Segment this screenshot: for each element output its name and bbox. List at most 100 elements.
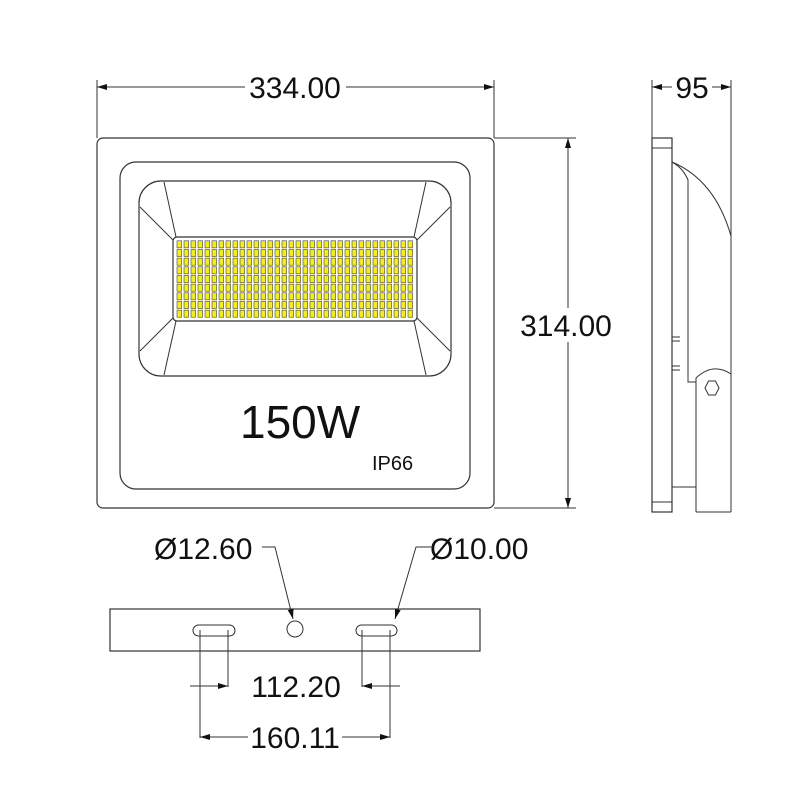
led-chip — [267, 257, 273, 266]
led-chip — [197, 292, 203, 301]
led-chip — [274, 275, 280, 283]
led-chip — [393, 257, 399, 266]
led-chip — [267, 275, 273, 283]
led-chip — [302, 257, 308, 266]
led-chip — [309, 292, 315, 301]
led-chip — [239, 257, 245, 266]
led-chip — [358, 275, 364, 283]
led-chip — [302, 301, 308, 309]
led-chip — [393, 301, 399, 309]
led-chip — [351, 292, 357, 301]
led-chip — [295, 301, 301, 309]
led-chip — [190, 283, 196, 292]
led-chip — [407, 240, 413, 249]
led-chip — [274, 283, 280, 292]
led-chip — [246, 292, 252, 301]
led-chip — [260, 249, 266, 257]
led-chip — [204, 266, 210, 275]
led-chip — [337, 275, 343, 283]
led-chip — [225, 240, 231, 249]
led-chip — [393, 240, 399, 249]
led-chip — [218, 240, 224, 249]
led-chip — [379, 309, 385, 318]
led-chip — [190, 266, 196, 275]
led-chip — [183, 301, 189, 309]
led-chip — [323, 283, 329, 292]
led-chip — [365, 283, 371, 292]
led-chip — [309, 301, 315, 309]
led-chip — [386, 292, 392, 301]
led-chip — [204, 292, 210, 301]
led-chip — [393, 283, 399, 292]
led-chip — [379, 275, 385, 283]
led-chip — [204, 240, 210, 249]
led-chip — [393, 309, 399, 318]
lens-window — [138, 180, 452, 377]
led-chip — [267, 309, 273, 318]
led-chip — [218, 292, 224, 301]
led-chip — [400, 257, 406, 266]
led-chip — [190, 257, 196, 266]
led-chip — [260, 309, 266, 318]
led-chip — [344, 292, 350, 301]
led-chip — [351, 283, 357, 292]
led-chip — [323, 257, 329, 266]
led-chip — [358, 283, 364, 292]
led-chip — [323, 249, 329, 257]
led-chip — [379, 257, 385, 266]
led-chip — [344, 283, 350, 292]
led-chip — [225, 283, 231, 292]
led-chip — [225, 309, 231, 318]
led-chip — [246, 249, 252, 257]
led-chip — [197, 301, 203, 309]
led-chip — [379, 266, 385, 275]
led-chip — [351, 309, 357, 318]
led-chip — [225, 249, 231, 257]
led-chip — [351, 301, 357, 309]
led-chip — [190, 301, 196, 309]
led-chip — [288, 292, 294, 301]
led-chip — [288, 249, 294, 257]
led-chip — [337, 283, 343, 292]
led-chip — [316, 292, 322, 301]
led-chip — [365, 240, 371, 249]
led-chip — [239, 283, 245, 292]
led-chip — [288, 275, 294, 283]
led-chip — [323, 309, 329, 318]
led-chip — [239, 275, 245, 283]
led-chip — [288, 257, 294, 266]
led-chip — [232, 249, 238, 257]
led-chip — [372, 249, 378, 257]
led-chip — [407, 309, 413, 318]
led-chip — [330, 257, 336, 266]
led-chip — [260, 283, 266, 292]
led-chip — [386, 301, 392, 309]
led-chip — [302, 309, 308, 318]
led-chip — [288, 301, 294, 309]
led-chip — [386, 283, 392, 292]
led-chip — [365, 301, 371, 309]
led-chip — [330, 309, 336, 318]
led-chip — [358, 257, 364, 266]
led-chip — [232, 257, 238, 266]
led-chip — [225, 257, 231, 266]
led-chip — [197, 275, 203, 283]
led-chip — [379, 301, 385, 309]
led-chip — [225, 292, 231, 301]
led-chip — [400, 309, 406, 318]
led-chip — [344, 240, 350, 249]
led-chip — [407, 275, 413, 283]
led-chip — [225, 266, 231, 275]
led-chip — [274, 301, 280, 309]
hole-diameter-dimension: Ø12.60 — [154, 533, 252, 566]
led-chip — [197, 249, 203, 257]
led-chip — [358, 240, 364, 249]
led-chip — [337, 266, 343, 275]
led-chip — [274, 249, 280, 257]
led-chip — [239, 249, 245, 257]
led-chip — [309, 309, 315, 318]
led-chip — [295, 249, 301, 257]
led-chip — [344, 275, 350, 283]
